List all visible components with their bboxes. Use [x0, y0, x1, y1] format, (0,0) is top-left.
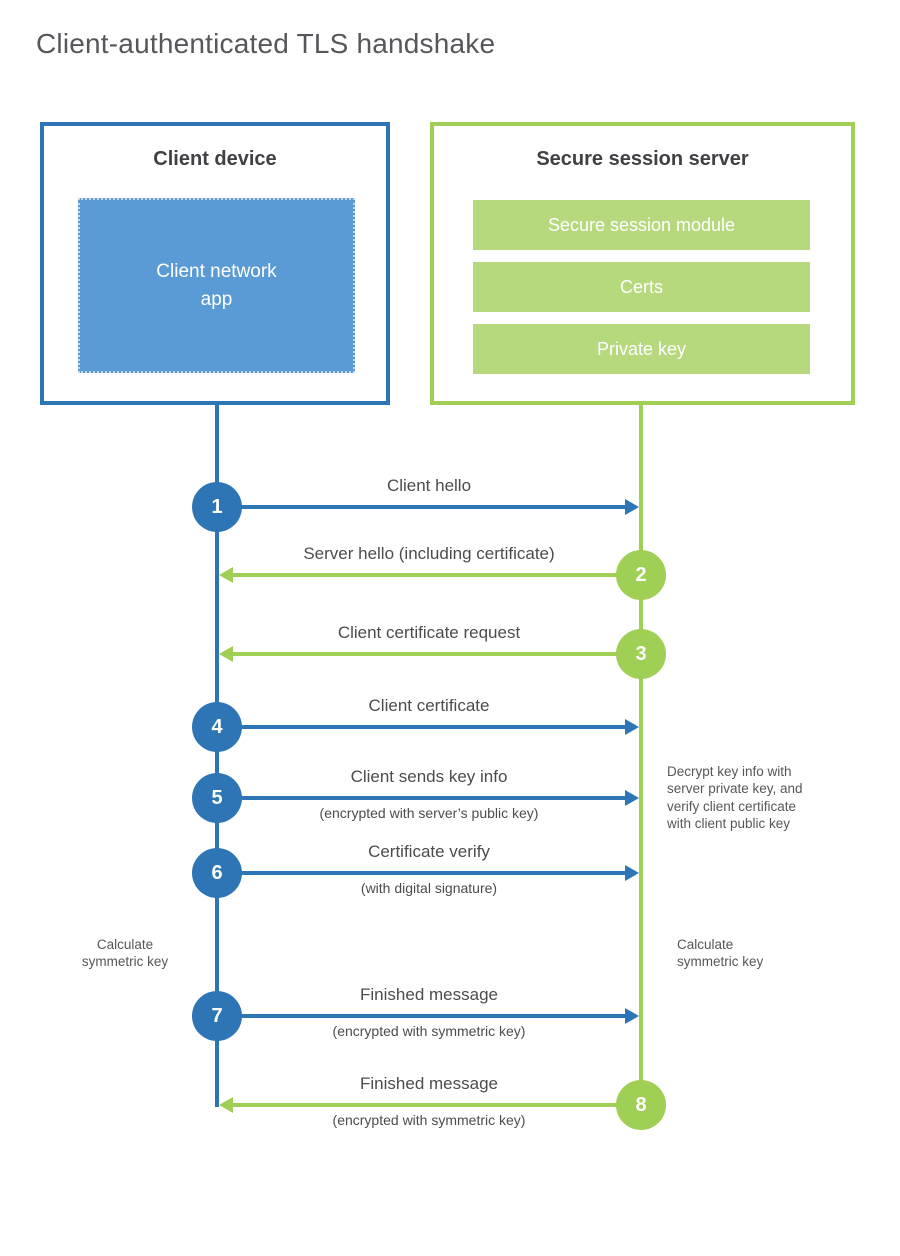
server-module-bar-secure-session: Secure session module [473, 200, 810, 250]
step-circle: 1 [192, 482, 242, 532]
server-module-bar-private-key: Private key [473, 324, 810, 374]
client-device-box: Client device Client network app [40, 122, 390, 405]
step-number: 5 [211, 786, 223, 809]
step-label: Finished message [360, 1074, 498, 1093]
step-label: Server hello (including certificate) [303, 544, 555, 563]
page-title: Client-authenticated TLS handshake [36, 28, 496, 59]
step-number: 8 [635, 1093, 647, 1116]
step-circle: 4 [192, 702, 242, 752]
step-arrow-line [217, 505, 625, 509]
step-label: Client certificate [368, 696, 490, 715]
step-number: 2 [635, 563, 647, 586]
note-line: Calculate [677, 937, 734, 952]
step-sublabel: (encrypted with symmetric key) [332, 1023, 526, 1039]
step-arrowhead [219, 646, 233, 662]
step-label: Client certificate request [337, 623, 521, 642]
step-arrow-line [217, 1014, 625, 1018]
step-sublabel: (with digital signature) [360, 880, 498, 896]
server-lifeline [639, 405, 643, 1105]
step-circle: 8 [616, 1080, 666, 1130]
step-arrow-line [233, 573, 641, 577]
note-line: verify client certificate [667, 798, 797, 814]
server-module-label: Private key [596, 338, 687, 359]
note-line: Decrypt key info with [667, 764, 792, 779]
step-arrow-line [217, 871, 625, 875]
server-module-label: Certs [619, 276, 663, 297]
step-number: 7 [211, 1004, 223, 1027]
step-circle: 5 [192, 773, 242, 823]
step-label: Finished message [360, 985, 498, 1004]
note-calc-symmetric-key-server: Calculate symmetric key [677, 936, 763, 971]
note-line: with client public key [667, 815, 791, 831]
step-number: 4 [211, 715, 223, 738]
step-circle: 2 [616, 550, 666, 600]
step-arrow-line [233, 1103, 641, 1107]
step-arrowhead [219, 1097, 233, 1113]
step-arrowhead [625, 865, 639, 881]
step-label: Client sends key info [350, 767, 508, 786]
step-number: 6 [211, 861, 223, 884]
step-arrowhead [625, 1008, 639, 1024]
note-decrypt-key-info: Decrypt key info with server private key… [667, 763, 803, 832]
step-label: Certificate verify [368, 842, 490, 861]
note-line: symmetric key [677, 954, 764, 970]
step-circle: 7 [192, 991, 242, 1041]
step-arrowhead [625, 499, 639, 515]
client-network-app-box: Client network app [78, 198, 355, 373]
step-sublabel: (encrypted with server’s public key) [319, 805, 539, 821]
note-line: server private key, and [667, 781, 803, 797]
note-calc-symmetric-key-client: Calculate symmetric key [40, 936, 210, 971]
note-line: Calculate [96, 937, 154, 952]
server-box: Secure session server Secure session mod… [430, 122, 855, 405]
client-device-title: Client device [153, 148, 277, 170]
step-arrowhead [625, 790, 639, 806]
step-arrow-line [233, 652, 641, 656]
client-lifeline [215, 405, 219, 1107]
client-network-app-label-line2: app [200, 288, 233, 310]
client-network-app-label-line1: Client network [156, 260, 277, 282]
step-label: Client hello [386, 476, 472, 495]
step-number: 3 [635, 642, 647, 665]
note-line: symmetric key [81, 954, 169, 970]
step-number: 1 [211, 495, 223, 518]
server-module-bar-certs: Certs [473, 262, 810, 312]
server-module-label: Secure session module [547, 214, 736, 235]
step-circle: 6 [192, 848, 242, 898]
step-arrowhead [625, 719, 639, 735]
step-arrow-line [217, 725, 625, 729]
server-title: Secure session server [536, 148, 749, 170]
step-sublabel: (encrypted with symmetric key) [332, 1112, 526, 1128]
step-arrowhead [219, 567, 233, 583]
step-circle: 3 [616, 629, 666, 679]
step-arrow-line [217, 796, 625, 800]
